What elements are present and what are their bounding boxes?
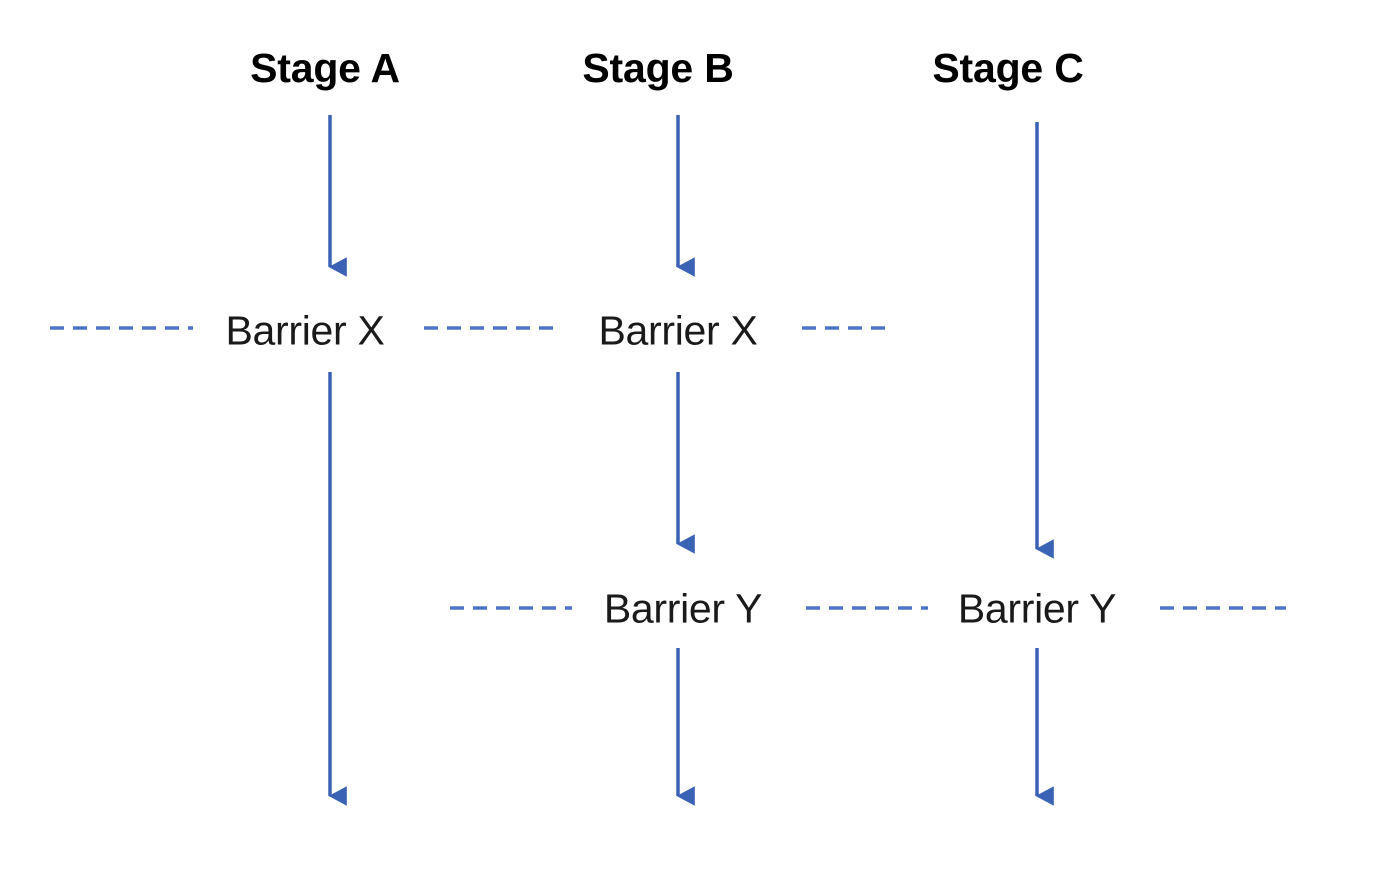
solid-arrows-group xyxy=(328,115,1054,806)
barrier-label-3: Barrier Y xyxy=(593,585,773,633)
stage-heading-3: Stage C xyxy=(932,45,1084,91)
dashed-connectors-group xyxy=(50,326,1286,610)
stage-heading-1: Stage A xyxy=(250,45,400,91)
barrier-label-2: Barrier X xyxy=(588,307,768,355)
stage-heading-2: Stage B xyxy=(582,45,734,91)
barrier-label-4: Barrier Y xyxy=(947,585,1127,633)
barrier-label-1: Barrier X xyxy=(215,307,395,355)
